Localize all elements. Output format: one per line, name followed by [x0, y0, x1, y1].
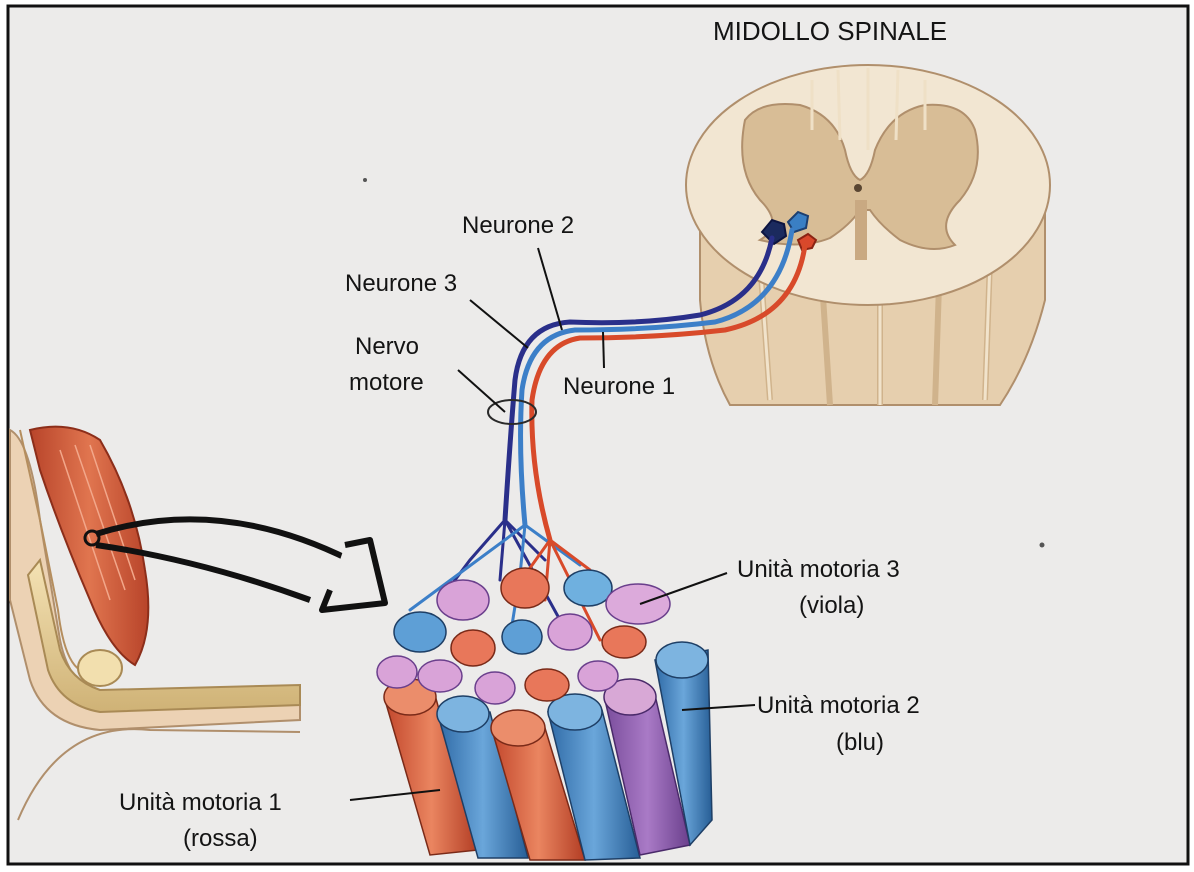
elbow-joint — [78, 650, 122, 686]
dot — [363, 178, 367, 182]
motor-nerve-label-line1: Nervo — [355, 333, 419, 360]
motor-nerve-label-line2: motore — [349, 369, 424, 396]
spinal-cord-label: MIDOLLO SPINALE — [713, 16, 947, 46]
neuron-1-label: Neurone 1 — [563, 373, 675, 400]
neuron-3-label: Neurone 3 — [345, 270, 457, 297]
unit-3-label-line1: Unità motoria 3 — [737, 556, 900, 583]
dot — [1040, 543, 1045, 548]
neuron-2-label: Neurone 2 — [462, 212, 574, 239]
unit-2-label-line2: (blu) — [836, 729, 884, 756]
unit-2-label-line1: Unità motoria 2 — [757, 692, 920, 719]
unit-3-label-line2: (viola) — [799, 592, 864, 619]
unit-1-label-line2: (rossa) — [183, 825, 258, 852]
spinal-cord-illustration — [686, 65, 1050, 405]
central-canal — [854, 184, 862, 192]
unit-1-label-line1: Unità motoria 1 — [119, 789, 282, 816]
